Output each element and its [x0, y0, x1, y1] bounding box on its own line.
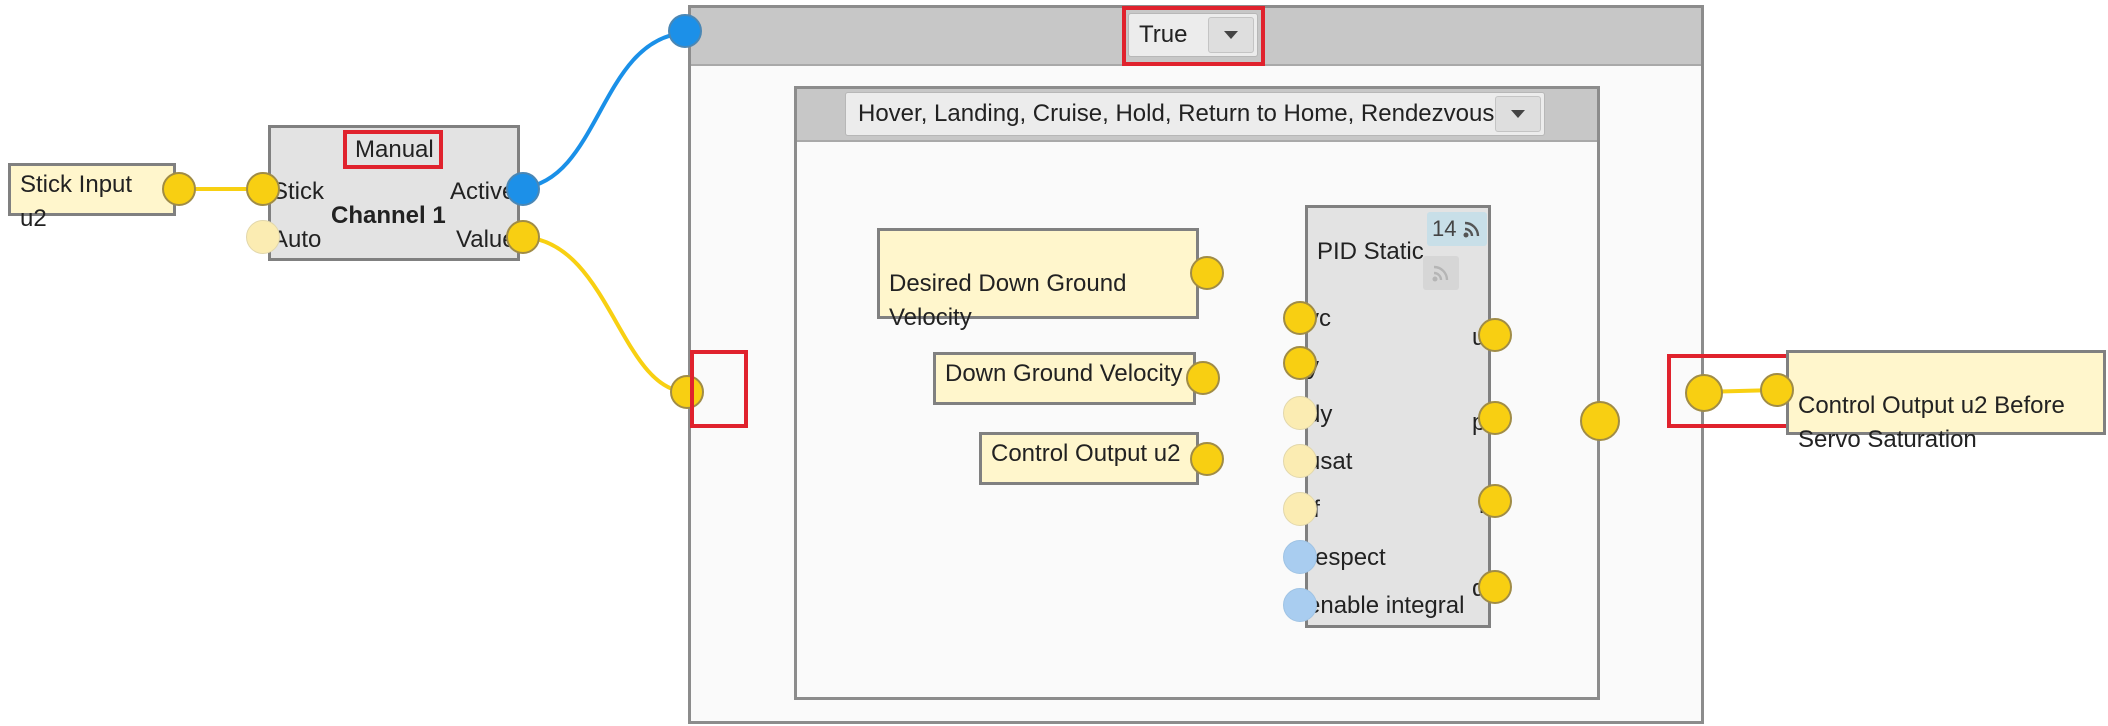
mode-selector[interactable]: Hover, Landing, Cruise, Hold, Return to … — [845, 92, 1545, 136]
desired-velocity-port[interactable] — [1190, 256, 1224, 290]
control-output-node[interactable]: Control Output u2 — [979, 432, 1199, 485]
ground-velocity-port[interactable] — [1186, 361, 1220, 395]
highlight-manual — [343, 130, 443, 169]
wire-active-to-frame — [521, 31, 685, 190]
pid-input-respect: respect — [1307, 544, 1386, 571]
pid-badge-inactive[interactable] — [1423, 256, 1459, 290]
pid-respect-port[interactable] — [1283, 540, 1317, 574]
control-output-label: Control Output u2 — [991, 440, 1181, 467]
ground-velocity-node[interactable]: Down Ground Velocity — [933, 352, 1196, 405]
channel-stick-port[interactable] — [246, 172, 280, 206]
stick-input-node[interactable]: Stick Input u2 — [8, 163, 176, 232]
mode-dropdown-button[interactable] — [1495, 96, 1541, 132]
frame-active-input-port[interactable] — [668, 14, 702, 48]
pid-ff-port[interactable] — [1283, 492, 1317, 526]
servo-output-node[interactable]: Control Output u2 Before Servo Saturatio… — [1786, 350, 2106, 453]
control-output-port[interactable] — [1190, 442, 1224, 476]
channel-output-value: Value — [456, 226, 516, 253]
channel-title: Channel 1 — [331, 202, 446, 229]
chevron-down-icon — [1511, 110, 1525, 118]
signal-icon — [1463, 221, 1480, 238]
channel-auto-port[interactable] — [246, 220, 280, 254]
highlight-frame-input — [690, 350, 748, 428]
pid-i-port[interactable] — [1478, 484, 1512, 518]
mode-selector-value: Hover, Landing, Cruise, Hold, Return to … — [858, 100, 1495, 127]
mode-frame-output-port[interactable] — [1580, 401, 1620, 441]
pid-d-port[interactable] — [1478, 570, 1512, 604]
channel-input-auto: Auto — [272, 226, 322, 253]
pid-badge[interactable]: 14 — [1427, 212, 1487, 246]
pid-dy-port[interactable] — [1283, 396, 1317, 430]
ground-velocity-label: Down Ground Velocity — [945, 360, 1183, 387]
pid-title: PID Static — [1317, 238, 1424, 265]
pid-u-port[interactable] — [1478, 318, 1512, 352]
pid-usat-port[interactable] — [1283, 444, 1317, 478]
wire-value-to-frame — [521, 235, 689, 394]
pid-badge-count: 14 — [1432, 216, 1457, 241]
pid-y-port[interactable] — [1283, 346, 1317, 380]
condition-selector[interactable]: True — [1128, 13, 1258, 57]
channel-mode-label: Manual — [355, 136, 434, 163]
highlight-true — [1122, 6, 1265, 66]
frame-value-input-port[interactable] — [670, 375, 704, 409]
chevron-down-icon — [1224, 31, 1238, 39]
stick-input-label: Stick Input u2 — [20, 171, 133, 232]
channel-input-stick: Stick — [272, 178, 325, 205]
stick-input-output-port[interactable] — [162, 172, 196, 206]
channel-value-port[interactable] — [506, 220, 540, 254]
pid-input-enable-integral: enable integral — [1307, 592, 1465, 619]
desired-velocity-node[interactable]: Desired Down Ground Velocity — [877, 228, 1199, 331]
condition-selector-value: True — [1139, 21, 1188, 48]
servo-output-label: Control Output u2 Before Servo Saturatio… — [1798, 392, 2065, 453]
pid-p-port[interactable] — [1478, 401, 1512, 435]
signal-off-icon — [1432, 265, 1449, 282]
condition-frame-output-port[interactable] — [1685, 374, 1723, 412]
servo-output-input-port[interactable] — [1760, 373, 1794, 407]
pid-yc-port[interactable] — [1283, 301, 1317, 335]
channel-active-port[interactable] — [506, 172, 540, 206]
pid-enable-integral-port[interactable] — [1283, 588, 1317, 622]
channel-output-active: Active — [450, 178, 516, 205]
desired-velocity-label: Desired Down Ground Velocity — [889, 270, 1127, 331]
condition-dropdown-button[interactable] — [1208, 17, 1254, 53]
